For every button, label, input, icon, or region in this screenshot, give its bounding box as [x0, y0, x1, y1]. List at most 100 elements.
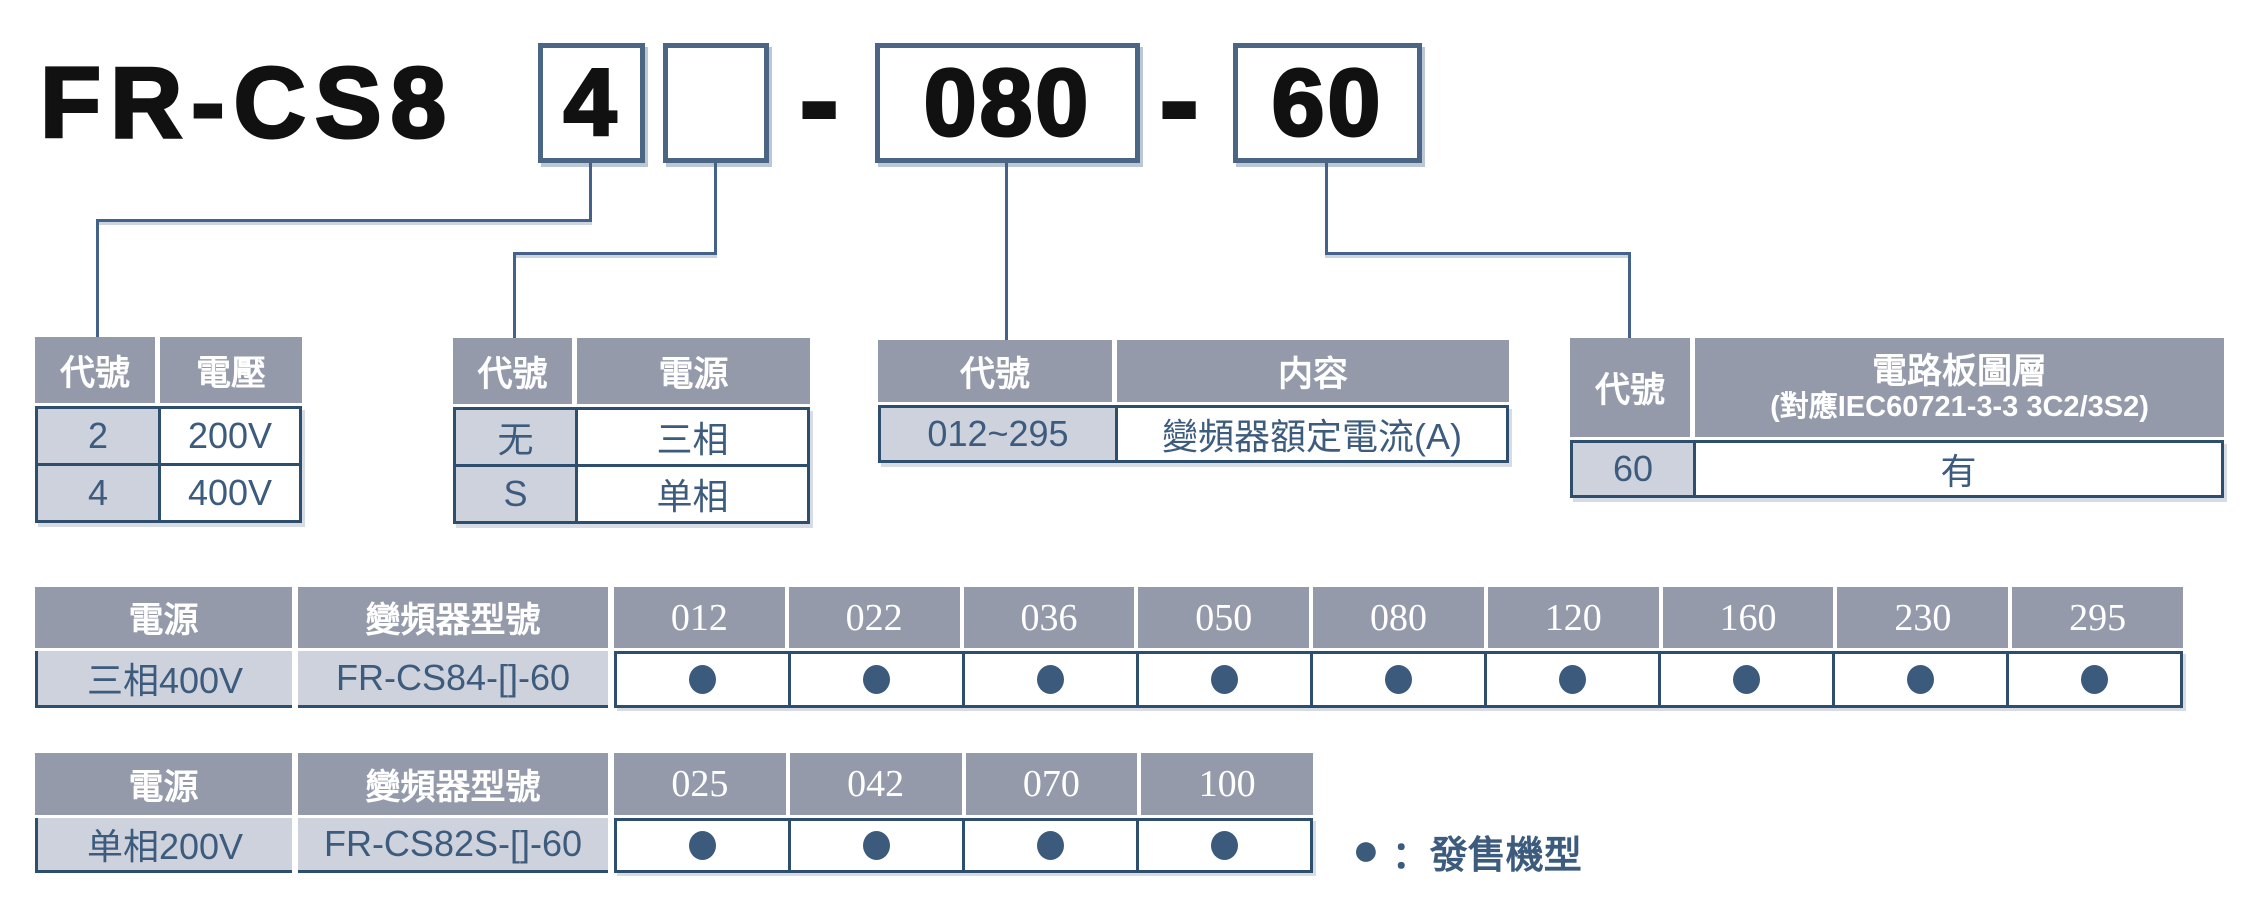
connector-line	[714, 163, 717, 252]
column-header: 變頻器型號	[298, 753, 608, 815]
connector-line	[589, 163, 592, 219]
column-header: 代號	[453, 338, 572, 404]
connector-line	[96, 222, 99, 337]
availability-row	[614, 651, 2183, 708]
column-header: 變頻器型號	[298, 587, 608, 648]
availability-dot-icon	[863, 665, 890, 694]
availability-cell	[1835, 654, 2006, 705]
current-code-box: 080	[875, 43, 1140, 163]
column-header: 内容	[1117, 340, 1509, 402]
connector-line	[96, 219, 592, 222]
column-header: 電源	[577, 338, 810, 404]
availability-dot-icon	[1211, 665, 1238, 694]
value-cell: 400V	[161, 466, 299, 520]
availability-dot-icon	[1037, 665, 1064, 694]
availability-row	[614, 818, 1313, 873]
value-cell: 有	[1696, 443, 2221, 495]
phase-code-box	[663, 43, 769, 163]
availability-dot-icon	[863, 831, 890, 860]
released-model-dot-icon: ●	[1352, 823, 1380, 875]
code-table-voltage: 代號 電壓 2 200V 4 400V	[35, 337, 302, 523]
connector-line	[1325, 252, 1631, 255]
code-cell: 4	[38, 466, 158, 520]
availability-dot-icon	[2081, 665, 2108, 694]
voltage-code: 4	[562, 48, 620, 157]
voltage-code-box: 4	[538, 43, 645, 163]
column-header-line2: (對應IEC60721-3-3 3C2/3S2)	[1770, 390, 2149, 423]
availability-cell	[2009, 654, 2180, 705]
model-prefix: FR-CS8	[38, 45, 456, 160]
column-header: 電源	[35, 753, 292, 815]
capacity-header: 295	[2012, 587, 2183, 648]
capacity-header: 070	[965, 753, 1138, 815]
capacity-header: 012	[614, 587, 785, 648]
current-code: 080	[922, 48, 1092, 157]
availability-dot-icon	[1907, 665, 1934, 694]
availability-dot-icon	[1733, 665, 1760, 694]
capacity-header: 022	[788, 587, 960, 648]
availability-dot-icon	[689, 831, 716, 860]
board-code-box: 60	[1233, 43, 1422, 163]
column-header: 代號	[1570, 338, 1690, 437]
value-cell: 變頻器額定電流(A)	[1118, 408, 1506, 460]
availability-dot-icon	[1037, 831, 1064, 860]
capacity-header: 050	[1138, 587, 1310, 648]
capacity-header: 160	[1662, 587, 1834, 648]
board-code: 60	[1270, 48, 1384, 157]
column-header: 電路板圖層 (對應IEC60721-3-3 3C2/3S2)	[1695, 338, 2224, 437]
capacity-header: 036	[963, 587, 1135, 648]
availability-cell	[965, 821, 1136, 870]
capacity-header: 120	[1487, 587, 1659, 648]
availability-cell	[1313, 654, 1484, 705]
separator-dash: -	[1158, 35, 1200, 167]
code-table-phase: 代號 電源 无 三相 S 单相	[453, 338, 810, 524]
availability-cell	[1139, 821, 1310, 870]
connector-line	[1628, 255, 1631, 338]
power-cell: 三相400V	[35, 651, 292, 708]
availability-dot-icon	[1385, 665, 1412, 694]
availability-cell	[965, 654, 1136, 705]
connector-line	[1005, 163, 1008, 340]
availability-cell	[791, 654, 962, 705]
legend-label: ：發售機型	[1391, 834, 1582, 877]
capacity-header: 042	[789, 753, 962, 815]
availability-cell	[617, 654, 788, 705]
availability-dot-icon	[1211, 831, 1238, 860]
column-header: 代號	[878, 340, 1112, 402]
availability-cell	[1661, 654, 1832, 705]
capacity-header: 080	[1313, 587, 1484, 648]
separator-dash: -	[798, 35, 840, 167]
availability-dot-icon	[1559, 665, 1586, 694]
connector-line	[513, 255, 516, 338]
availability-cell	[791, 821, 962, 870]
availability-cell	[1487, 654, 1658, 705]
code-cell: 2	[38, 409, 158, 463]
availability-cell	[1139, 654, 1310, 705]
model-cell: FR-CS84-[]-60	[298, 651, 608, 708]
code-cell: 60	[1573, 443, 1693, 495]
availability-cell	[617, 821, 788, 870]
column-header: 電源	[35, 587, 292, 648]
power-cell: 单相200V	[35, 818, 292, 873]
legend: ● ：發售機型	[1352, 823, 1582, 877]
code-cell: 无	[456, 410, 575, 464]
connector-line	[1325, 163, 1328, 252]
connector-line	[513, 252, 717, 255]
code-table-current: 代號 内容 012~295 變頻器額定電流(A)	[878, 340, 1509, 463]
code-table-board: 代號 電路板圖層 (對應IEC60721-3-3 3C2/3S2) 60 有	[1570, 338, 2224, 498]
capacity-header: 230	[1837, 587, 2009, 648]
capacity-header: 100	[1141, 753, 1313, 815]
model-cell: FR-CS82S-[]-60	[298, 818, 608, 873]
value-cell: 单相	[578, 467, 807, 521]
code-cell: 012~295	[881, 408, 1115, 460]
column-header: 代號	[35, 337, 155, 403]
value-cell: 200V	[161, 409, 299, 463]
availability-dot-icon	[689, 665, 716, 694]
code-cell: S	[456, 467, 575, 521]
value-cell: 三相	[578, 410, 807, 464]
column-header-line1: 電路板圖層	[1871, 351, 2047, 391]
